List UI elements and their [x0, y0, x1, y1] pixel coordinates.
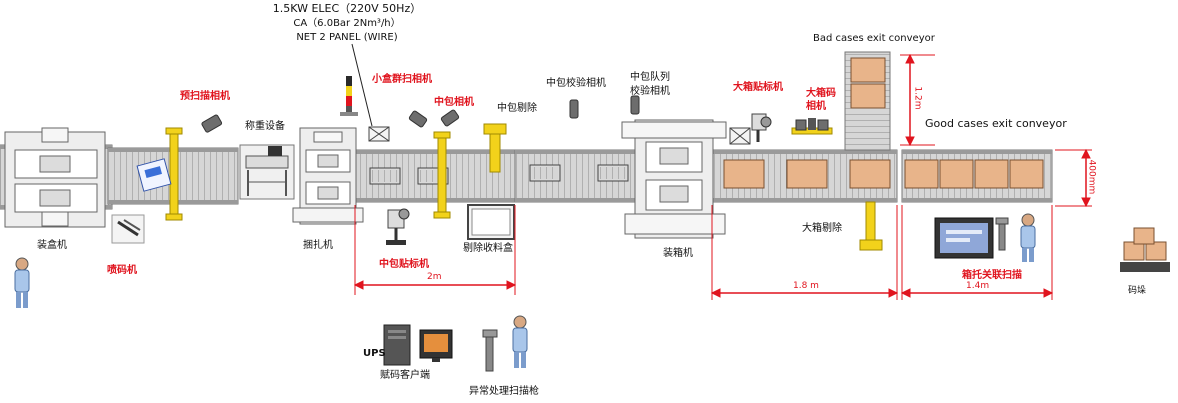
mid-queue-verify-label-line2: 校验相机	[630, 86, 670, 97]
code-client-label: 赋码客户端	[380, 370, 430, 381]
weighing-label: 称重设备	[245, 121, 285, 132]
mid-pack-camera-label: 中包相机	[434, 97, 474, 108]
boxing-machine	[4, 127, 106, 228]
exception-scanner-label: 异常处理扫描枪	[469, 386, 539, 397]
bad-cases-exit-label: Bad cases exit conveyor	[813, 33, 935, 44]
bundler-label: 捆扎机	[303, 240, 333, 251]
dimension-400mm-label: 400mm	[1086, 159, 1097, 195]
big-box-labeler-unit	[729, 113, 772, 145]
mid-pack-reject-arm	[483, 123, 507, 173]
mid-pack-products	[369, 164, 629, 185]
inkjet-label: 喷码机	[107, 265, 137, 276]
camera-icon	[201, 114, 223, 133]
mid-pack-reject-label: 中包剔除	[497, 103, 537, 114]
weighing-equipment	[239, 144, 295, 200]
case-boxes	[723, 57, 1044, 189]
spec-line-power: 1.5KW ELEC（220V 50Hz）	[272, 2, 422, 15]
big-box-camera-rig	[791, 118, 833, 135]
small-box-camera-unit	[368, 126, 390, 142]
ups-label: UPS	[363, 348, 386, 359]
ups-icon	[383, 324, 411, 366]
case-packer-machine	[621, 119, 727, 239]
big-box-labeler-label: 大箱贴标机	[733, 82, 783, 93]
dimension-1-4m-label: 1.4m	[966, 281, 990, 291]
dimension-1-8m-label: 1.8 m	[793, 281, 819, 291]
bundler-machine	[292, 127, 364, 225]
camera-icon	[408, 109, 460, 128]
big-box-reject-arm	[859, 201, 883, 251]
mid-pack-labeler	[386, 208, 410, 245]
dimension-2m	[353, 205, 517, 295]
mid-pack-verify-camera-label: 中包校验相机	[546, 78, 606, 89]
dimension-1-2m-label: 1.2m	[912, 86, 923, 110]
small-box-camera-label: 小盒群扫相机	[372, 74, 432, 85]
big-box-camera-label-line1: 大箱码	[806, 88, 836, 99]
pallet-scan-label: 箱托关联扫描	[962, 270, 1022, 281]
signal-tower-icon	[340, 76, 358, 116]
dimension-400mm	[1055, 148, 1092, 208]
reject-bin	[467, 204, 515, 240]
big-box-camera-label-line2: 相机	[806, 101, 826, 112]
reject-bin-label: 剔除收料盒	[463, 243, 513, 254]
callout-line	[351, 43, 373, 127]
pallet-icon	[1120, 227, 1170, 272]
spec-line-air: CA（6.0Bar 2Nm³/h）	[293, 18, 401, 29]
mid-pack-gantry	[433, 131, 451, 219]
computer-icon	[419, 329, 453, 362]
mid-queue-verify-label-line1: 中包队列	[630, 72, 670, 83]
dimension-1-2m	[900, 53, 935, 147]
handheld-scanner-icon	[482, 329, 498, 372]
big-box-reject-label: 大箱剔除	[802, 223, 842, 234]
palletizing-label: 码垛	[1128, 286, 1147, 296]
dimension-2m-label: 2m	[427, 272, 442, 282]
pallet-scan-terminal	[934, 217, 994, 259]
pre-scan-gantry	[165, 127, 183, 221]
person-icon	[14, 257, 30, 308]
dimension-1-8m	[710, 205, 899, 300]
pre-scan-camera-label: 预扫描相机	[180, 91, 230, 102]
person-icon	[512, 315, 528, 368]
dimension-1-4m	[900, 205, 1054, 300]
product-carton	[136, 158, 172, 192]
person-icon	[1020, 213, 1036, 262]
boxing-machine-label: 装盒机	[37, 240, 67, 251]
inkjet-printer	[111, 214, 145, 244]
camera-icon	[569, 99, 579, 119]
spec-line-network: NET 2 PANEL (WIRE)	[296, 32, 398, 43]
camera-icon	[630, 95, 640, 115]
good-cases-exit-label: Good cases exit conveyor	[925, 117, 1067, 130]
handheld-scanner-icon	[995, 217, 1009, 251]
mid-pack-labeler-label: 中包贴标机	[379, 259, 429, 270]
case-packer-label: 装箱机	[663, 248, 693, 259]
